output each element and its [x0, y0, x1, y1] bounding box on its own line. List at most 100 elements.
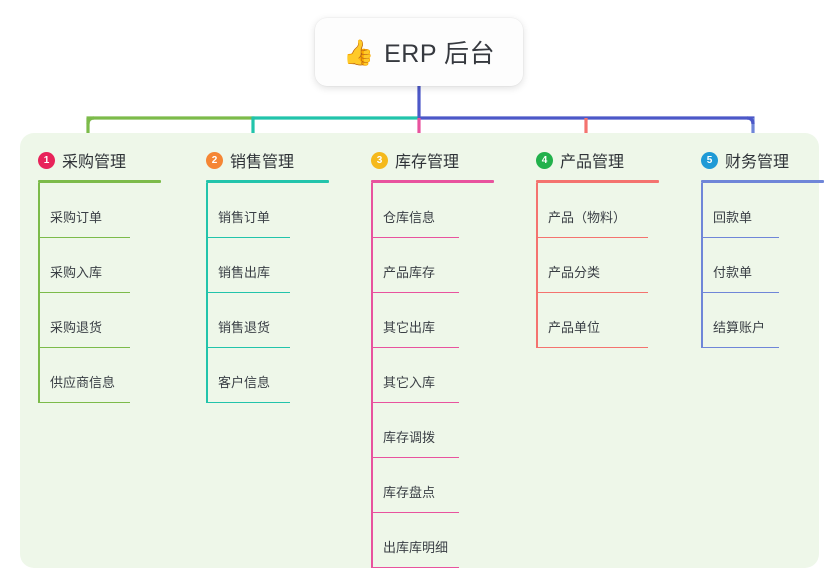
column-rule-4 [536, 180, 659, 183]
column-header-5[interactable]: 5 财务管理 [683, 147, 819, 173]
leaf-rule [38, 346, 130, 348]
leaf-label: 其它入库 [383, 375, 436, 390]
column-title-2: 销售管理 [230, 154, 295, 171]
leaf-rule [38, 401, 130, 403]
leaf-label: 采购入库 [50, 265, 103, 280]
leaf-rule [38, 291, 130, 293]
leaf-label: 库存盘点 [383, 485, 436, 500]
leaf-rule [206, 236, 290, 238]
leaf-item[interactable]: 其它出库 [353, 293, 503, 348]
leaf-rule [536, 291, 648, 293]
bus-corner-left [86, 116, 95, 125]
column-badge-3: 3 [371, 151, 388, 169]
leaf-label: 产品分类 [548, 265, 601, 280]
column-title-3: 库存管理 [395, 154, 460, 171]
column-spine-2 [206, 183, 208, 403]
column-title-1: 采购管理 [62, 154, 127, 171]
leaf-label: 出库库明细 [383, 540, 449, 555]
leaf-label: 采购订单 [50, 210, 103, 225]
column-badge-4: 4 [536, 151, 553, 169]
column-title-4: 产品管理 [560, 154, 625, 171]
leaf-rule [206, 401, 290, 403]
thumbs-up-icon: 👍 [342, 38, 375, 67]
column-spine-1 [38, 183, 40, 403]
leaf-rule [701, 346, 779, 348]
leaf-item[interactable]: 销售订单 [188, 183, 338, 238]
root-node[interactable]: 👍 ERP 后台 [315, 18, 523, 86]
leaf-label: 产品单位 [548, 320, 601, 335]
leaf-item[interactable]: 产品单位 [518, 293, 668, 348]
column-header-4[interactable]: 4 产品管理 [518, 147, 668, 173]
leaf-item[interactable]: 出库库明细 [353, 513, 503, 568]
leaf-rule [536, 346, 648, 348]
leaf-list-3: 仓库信息产品库存其它出库其它入库库存调拨库存盘点出库库明细 [353, 183, 503, 568]
leaf-label: 产品库存 [383, 265, 436, 280]
leaf-item[interactable]: 库存盘点 [353, 458, 503, 513]
column-header-1[interactable]: 1 采购管理 [20, 147, 170, 173]
column-5: 5 财务管理回款单付款单结算账户 [683, 147, 824, 348]
leaf-label: 产品（物料） [548, 210, 627, 225]
leaf-rule [371, 456, 459, 458]
leaf-item[interactable]: 客户信息 [188, 348, 338, 403]
leaf-item[interactable]: 库存调拨 [353, 403, 503, 458]
leaf-item[interactable]: 销售出库 [188, 238, 338, 293]
leaf-rule [371, 291, 459, 293]
leaf-item[interactable]: 产品分类 [518, 238, 668, 293]
leaf-list-5: 回款单付款单结算账户 [683, 183, 819, 348]
diagram-panel: 1 采购管理采购订单采购入库采购退货供应商信息 2 销售管理销售订单销售出库销售退货客… [20, 133, 824, 568]
column-1: 1 采购管理采购订单采购入库采购退货供应商信息 [20, 147, 170, 403]
leaf-rule [206, 346, 290, 348]
leaf-rule [371, 236, 459, 238]
root-title: ERP 后台 [384, 40, 496, 68]
leaf-rule [701, 291, 779, 293]
leaf-label: 销售退货 [218, 320, 271, 335]
leaf-item[interactable]: 采购退货 [20, 293, 170, 348]
leaf-label: 销售出库 [218, 265, 271, 280]
leaf-list-2: 销售订单销售出库销售退货客户信息 [188, 183, 338, 403]
column-2: 2 销售管理销售订单销售出库销售退货客户信息 [188, 147, 338, 403]
leaf-item[interactable]: 采购入库 [20, 238, 170, 293]
leaf-label: 其它出库 [383, 320, 436, 335]
leaf-rule [38, 236, 130, 238]
leaf-label: 客户信息 [218, 375, 271, 390]
leaf-rule [371, 566, 459, 568]
column-badge-5: 5 [701, 151, 718, 169]
leaf-item[interactable]: 产品（物料） [518, 183, 668, 238]
leaf-label: 付款单 [713, 265, 753, 280]
leaf-label: 仓库信息 [383, 210, 436, 225]
column-spine-3 [371, 183, 373, 568]
column-badge-1: 1 [38, 151, 55, 169]
leaf-item[interactable]: 付款单 [683, 238, 819, 293]
leaf-rule [371, 346, 459, 348]
leaf-item[interactable]: 仓库信息 [353, 183, 503, 238]
column-rule-2 [206, 180, 329, 183]
column-rule-1 [38, 180, 161, 183]
column-spine-4 [536, 183, 538, 348]
leaf-label: 供应商信息 [50, 375, 116, 390]
column-badge-2: 2 [206, 151, 223, 169]
leaf-rule [371, 511, 459, 513]
leaf-item[interactable]: 产品库存 [353, 238, 503, 293]
column-header-3[interactable]: 3 库存管理 [353, 147, 503, 173]
leaf-item[interactable]: 采购订单 [20, 183, 170, 238]
leaf-label: 回款单 [713, 210, 753, 225]
column-rule-3 [371, 180, 494, 183]
column-title-5: 财务管理 [725, 154, 790, 171]
leaf-label: 销售订单 [218, 210, 271, 225]
leaf-rule [701, 236, 779, 238]
column-header-2[interactable]: 2 销售管理 [188, 147, 338, 173]
column-rule-5 [701, 180, 824, 183]
leaf-list-1: 采购订单采购入库采购退货供应商信息 [20, 183, 170, 403]
leaf-label: 采购退货 [50, 320, 103, 335]
leaf-item[interactable]: 销售退货 [188, 293, 338, 348]
column-spine-5 [701, 183, 703, 348]
leaf-rule [536, 236, 648, 238]
column-4: 4 产品管理产品（物料） 产品分类产品单位 [518, 147, 668, 348]
leaf-item[interactable]: 结算账户 [683, 293, 819, 348]
leaf-item[interactable]: 供应商信息 [20, 348, 170, 403]
leaf-item[interactable]: 其它入库 [353, 348, 503, 403]
leaf-label: 结算账户 [713, 320, 766, 335]
column-3: 3 库存管理仓库信息产品库存其它出库其它入库库存调拨库存盘点出库库明细 [353, 147, 503, 568]
leaf-item[interactable]: 回款单 [683, 183, 819, 238]
bus-corner-right [746, 116, 755, 125]
